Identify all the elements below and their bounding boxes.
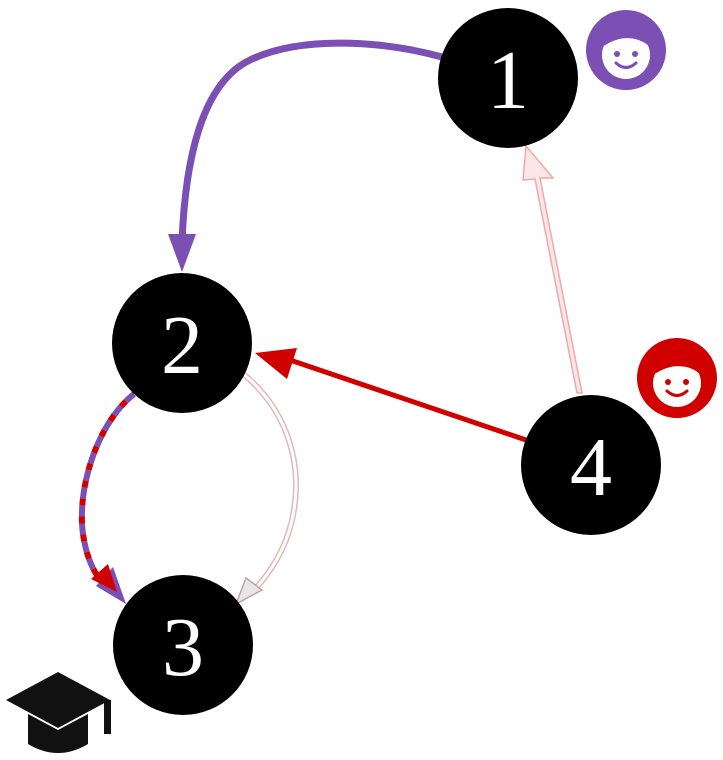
node-2: 2 <box>112 273 252 413</box>
graduation-cap-icon <box>6 672 111 753</box>
face-icon <box>637 338 717 418</box>
edge-2-to-3-faint <box>229 363 300 606</box>
node-4-label: 4 <box>570 421 612 514</box>
node-1: 1 <box>438 8 578 148</box>
face-icon <box>586 10 666 90</box>
node-3: 3 <box>113 575 253 715</box>
node-4: 4 <box>521 395 661 535</box>
edge-1-to-2 <box>168 39 446 272</box>
edge-4-to-1 <box>522 144 583 394</box>
node-2-label: 2 <box>161 299 203 392</box>
node-1-label: 1 <box>487 34 529 127</box>
edge-4-to-2 <box>255 348 527 443</box>
node-3-label: 3 <box>162 601 204 694</box>
edge-2-to-3-dashed <box>78 391 136 604</box>
